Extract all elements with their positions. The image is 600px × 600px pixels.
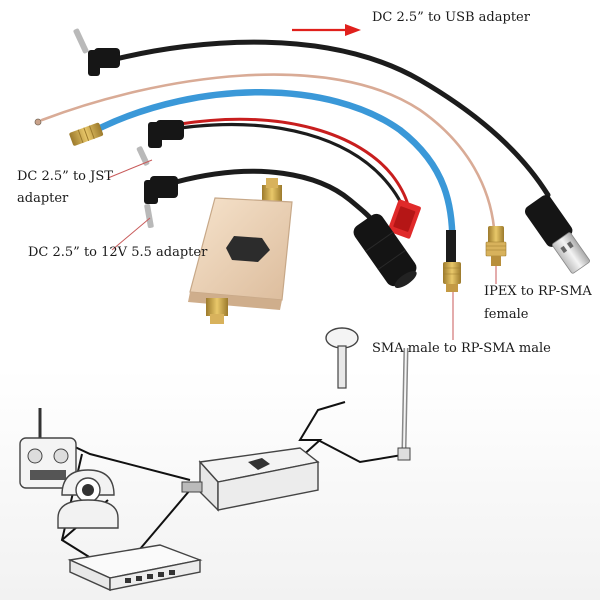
sma-cable-label: SMA male to RP-SMA male [372, 341, 551, 356]
camera-icon [57, 469, 119, 529]
whip-antenna-icon [397, 347, 411, 461]
red-arrow-icon [292, 24, 361, 36]
signal-amplifier-module [188, 178, 293, 324]
jst-adapter-label-line2: adapter [17, 191, 69, 206]
sma-to-rp-sma-cable [69, 89, 461, 292]
jst-adapter-label-line1: DC 2.5” to JST [17, 169, 113, 184]
connection-diagram [0, 327, 600, 600]
dc-to-12v-cable [144, 168, 417, 288]
usb-adapter-label: DC 2.5” to USB adapter [372, 10, 530, 25]
ipex-label-line1: IPEX to RP-SMA [484, 284, 592, 299]
rc-transmitter-icon [19, 408, 77, 489]
label-pointers [107, 159, 497, 340]
router-icon [67, 544, 203, 592]
dc-to-jst-cable [136, 117, 421, 239]
ipex-to-rp-sma-cable [34, 73, 507, 266]
mushroom-antenna-icon [325, 327, 359, 389]
cable-photo [34, 24, 591, 324]
dc-to-usb-cable [73, 28, 591, 274]
dc12v-adapter-label: DC 2.5” to 12V 5.5 adapter [28, 245, 208, 260]
ipex-label-line2: female [484, 307, 529, 322]
amplifier-outline-icon [181, 447, 320, 512]
